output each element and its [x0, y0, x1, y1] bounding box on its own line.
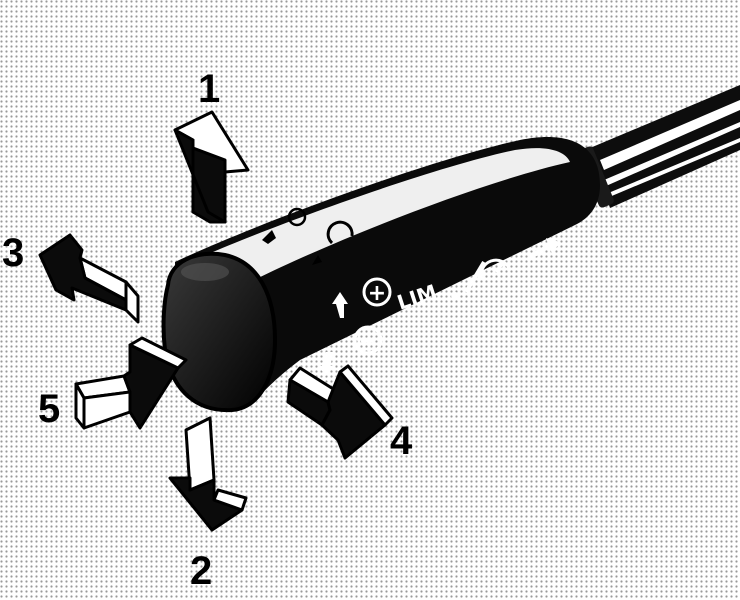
speedometer-icon	[479, 258, 512, 281]
down-arrow-icon	[318, 352, 334, 376]
minus-label: −	[359, 329, 377, 354]
arrow-4-down-right	[286, 364, 394, 460]
arrow-2-down	[168, 416, 248, 532]
label-4: 4	[390, 419, 413, 463]
arrow-3-left	[38, 233, 140, 324]
lever-stalk	[578, 85, 740, 208]
slash-mark	[464, 260, 486, 294]
plus-symbol	[362, 277, 392, 307]
band-arrow-icon	[262, 230, 276, 244]
label-1: 1	[198, 67, 220, 111]
arrow-5-right	[74, 336, 188, 430]
up-arrow-icon	[332, 292, 348, 318]
plus-label: +	[368, 281, 386, 306]
label-5: 5	[38, 387, 60, 431]
label-3: 3	[2, 231, 24, 275]
lever-dot: •	[448, 285, 462, 310]
band-speedometer-icon	[326, 220, 354, 245]
arrow-1-up	[173, 110, 250, 224]
right-arrow-icon	[528, 238, 560, 260]
band-circle-mark	[287, 207, 307, 227]
band-down-arrow-icon	[312, 255, 322, 265]
minus-symbol	[353, 325, 383, 355]
label-2: 2	[190, 549, 212, 593]
